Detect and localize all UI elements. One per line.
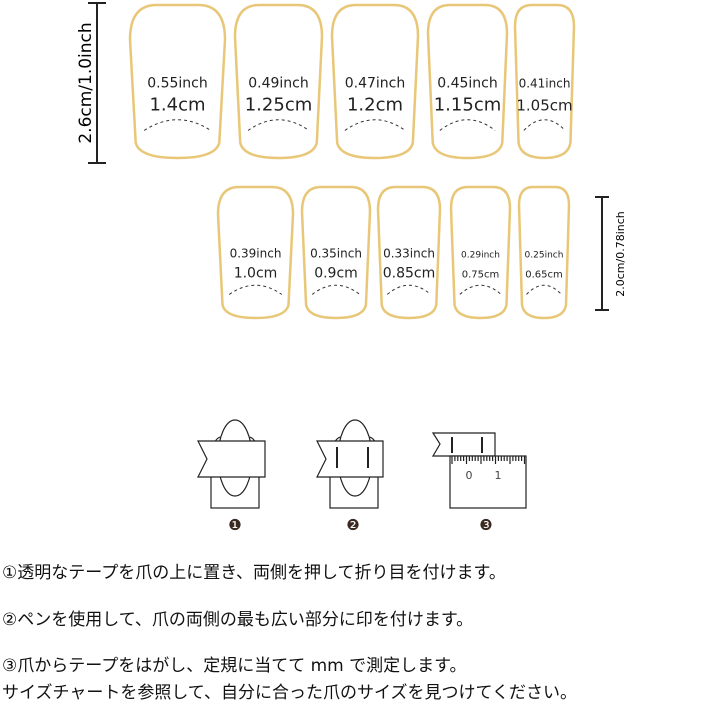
nail-row2-2: 0.35inch 0.9cm (300, 185, 372, 320)
nail-size-cm: 1.15cm (434, 95, 502, 116)
step-number-2: ❷ (346, 516, 359, 534)
step-number-1: ❶ (228, 516, 241, 534)
nail-outline (216, 185, 295, 320)
nail-outline (376, 185, 442, 320)
ruler-label-0: 0 (466, 469, 473, 482)
nail-size-cm: 0.65cm (525, 269, 563, 280)
nail-curve-dashed (143, 119, 212, 131)
row2-height-bar (595, 196, 609, 311)
step1-diagram (197, 419, 266, 509)
nail-curve-dashed (526, 284, 562, 295)
nail-size-inch: 0.45inch (437, 76, 498, 92)
step3-diagram (431, 432, 527, 509)
nail-size-inch: 0.25inch (525, 251, 564, 261)
nail-outline (128, 3, 227, 160)
nail-outline (426, 3, 509, 160)
nail-outline (517, 185, 571, 320)
nail-curve-dashed (247, 119, 310, 131)
nail-size-cm: 1.25cm (245, 95, 313, 116)
nail-size-inch: 0.55inch (147, 76, 208, 92)
nail-row2-4: 0.29inch 0.75cm (449, 185, 512, 320)
nail-row1-3: 0.47inch 1.2cm (330, 3, 420, 160)
nail-outline (513, 3, 576, 160)
step-number-3: ❸ (479, 516, 492, 534)
nail-curve-dashed (439, 119, 496, 131)
instruction-4: サイズチャートを参照して、自分に合った爪のサイズを見つけてください。 (2, 683, 577, 703)
nail-row2-1: 0.39inch 1.0cm (216, 185, 295, 320)
nail-outline (449, 185, 512, 320)
nail-size-inch: 0.33inch (383, 247, 435, 261)
nail-row1-4: 0.45inch 1.15cm (426, 3, 509, 160)
nail-row1-5: 0.41inch 1.05cm (513, 3, 576, 160)
nail-size-cm: 1.2cm (347, 95, 403, 116)
instruction-2: ②ペンを使用して、爪の両側の最も広い部分に印を付けます。 (2, 610, 474, 630)
nail-outline (300, 185, 372, 320)
nail-size-chart: 0.55inch 1.4cm 0.49inch 1.25cm 0.47inch 1.2cm… (76, 2, 627, 534)
nail-size-inch: 0.49inch (248, 76, 309, 92)
row2-height-label: 2.0cm/0.78inch (614, 211, 627, 297)
nail-size-inch: 0.39inch (230, 247, 282, 261)
nail-size-cm: 0.75cm (462, 269, 500, 280)
nail-size-cm: 0.85cm (383, 265, 436, 281)
nail-outline (330, 3, 420, 160)
nail-size-inch: 0.35inch (310, 247, 362, 261)
nail-curve-dashed (344, 119, 406, 131)
nail-size-inch: 0.47inch (345, 76, 406, 92)
nail-size-cm: 1.4cm (149, 95, 205, 116)
row1-height-label: 2.6cm/1.0inch (76, 22, 96, 143)
nail-row1-2: 0.49inch 1.25cm (233, 3, 324, 160)
nail-size-cm: 1.0cm (234, 265, 278, 281)
nail-row2-5: 0.25inch 0.65cm (517, 185, 571, 320)
row1-height-bar (88, 2, 106, 164)
nail-curve-dashed (459, 284, 502, 295)
nail-curve-dashed (386, 284, 432, 295)
ruler-label-1: 1 (495, 469, 502, 482)
nail-curve-dashed (311, 284, 361, 295)
step2-diagram (316, 419, 384, 509)
nail-row2-3: 0.33inch 0.85cm (376, 185, 442, 320)
nail-row1-1: 0.55inch 1.4cm (128, 3, 227, 160)
instruction-1: ①透明なテープを爪の上に置き、両側を押して折り目を付けます。 (2, 563, 506, 583)
instruction-3: ③爪からテープをはがし、定規に当てて mm で測定します。 (2, 656, 467, 676)
nail-outline (233, 3, 324, 160)
nail-size-cm: 1.05cm (516, 97, 572, 115)
nail-size-inch: 0.41inch (519, 77, 571, 91)
nail-size-cm: 0.9cm (314, 265, 358, 281)
nail-curve-dashed (228, 284, 283, 295)
nail-curve-dashed (523, 119, 566, 131)
nail-size-inch: 0.29inch (461, 251, 500, 261)
